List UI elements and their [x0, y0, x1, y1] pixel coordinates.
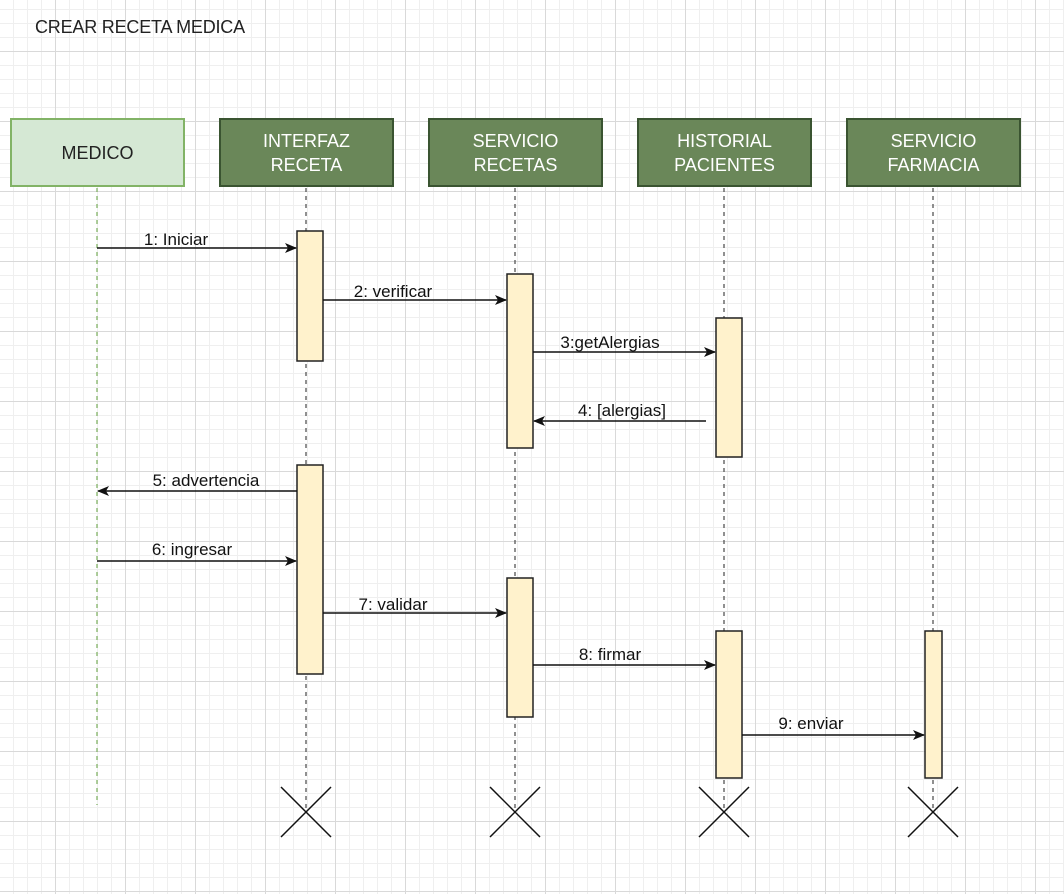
message-5[interactable]: 5: advertencia: [97, 471, 297, 496]
destroy-icon-farmacia: [907, 786, 959, 838]
message-7[interactable]: 7: validar: [323, 595, 507, 618]
message-label: 1: Iniciar: [144, 230, 209, 249]
message-9[interactable]: 9: enviar: [742, 714, 925, 740]
message-label: 4: [alergias]: [578, 401, 666, 420]
message-1[interactable]: 1: Iniciar: [97, 230, 297, 253]
message-label: 6: ingresar: [152, 540, 233, 559]
actor-medico[interactable]: MEDICO: [10, 118, 185, 187]
destroy-icon-servicio-recetas: [489, 786, 541, 838]
destroy-icon-historial: [698, 786, 750, 838]
activation-bar-servicio-recetas-1[interactable]: [506, 273, 534, 449]
message-label: 9: enviar: [778, 714, 844, 733]
activation-bar-historial-1[interactable]: [715, 317, 743, 458]
actor-historial-pacientes[interactable]: HISTORIAL PACIENTES: [637, 118, 812, 187]
message-2[interactable]: 2: verificar: [323, 282, 507, 305]
message-3[interactable]: 3:getAlergias: [533, 333, 716, 357]
message-label: 8: firmar: [579, 645, 642, 664]
actor-servicio-recetas[interactable]: SERVICIO RECETAS: [428, 118, 603, 187]
message-6[interactable]: 6: ingresar: [97, 540, 297, 566]
activation-bar-interfaz-2[interactable]: [296, 464, 324, 675]
message-8[interactable]: 8: firmar: [533, 645, 716, 670]
message-label: 7: validar: [359, 595, 428, 614]
message-label: 3:getAlergias: [560, 333, 659, 352]
message-4[interactable]: 4: [alergias]: [533, 401, 706, 426]
message-label: 2: verificar: [354, 282, 433, 301]
actor-servicio-farmacia[interactable]: SERVICIO FARMACIA: [846, 118, 1021, 187]
activation-bar-interfaz-1[interactable]: [296, 230, 324, 362]
activation-bar-servicio-recetas-2[interactable]: [506, 577, 534, 718]
actor-interfaz-receta[interactable]: INTERFAZ RECETA: [219, 118, 394, 187]
message-label: 5: advertencia: [153, 471, 260, 490]
activation-bar-farmacia[interactable]: [924, 630, 943, 779]
diagram-title: CREAR RECETA MEDICA: [35, 17, 245, 37]
destroy-icon-interfaz: [280, 786, 332, 838]
activation-bar-historial-2[interactable]: [715, 630, 743, 779]
